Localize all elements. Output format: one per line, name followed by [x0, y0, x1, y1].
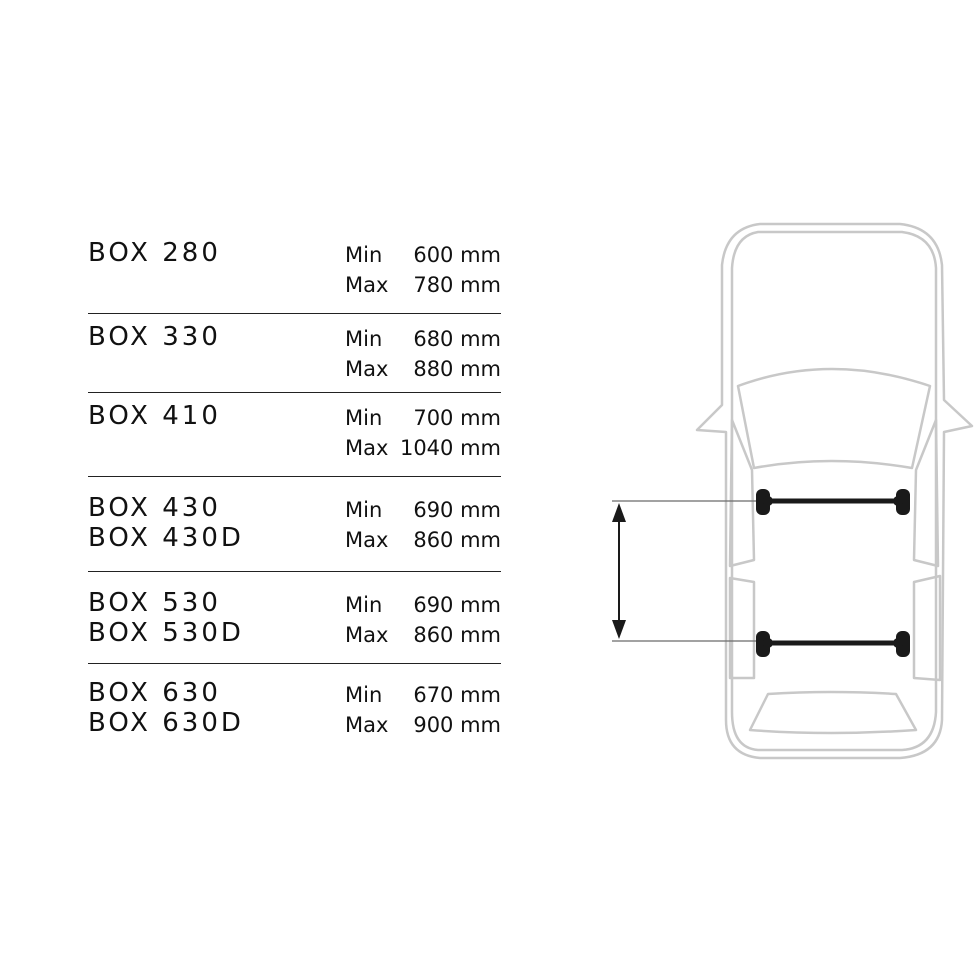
spec-row-box-410: BOX 410 Min 700 mm Max 1040 mm [88, 393, 501, 477]
min-label: Min [345, 683, 383, 707]
model-names: BOX 430 BOX 430D [88, 493, 244, 553]
model-name: BOX 530 [88, 588, 221, 618]
max-value: 900 mm [413, 713, 501, 737]
crossbar-rear-foot-right [896, 631, 910, 657]
min-distance: Min 690 mm [345, 495, 501, 525]
max-label: Max [345, 528, 389, 552]
max-distance: Max 860 mm [345, 620, 501, 650]
max-label: Max [345, 436, 389, 460]
crossbar-front-endcap-left [763, 496, 773, 506]
spec-row-box-330: BOX 330 Min 680 mm Max 880 mm [88, 314, 501, 393]
crossbar-distance: Min 690 mm Max 860 mm [345, 590, 501, 650]
car-body [695, 222, 974, 760]
min-value: 600 mm [413, 243, 501, 267]
max-distance: Max 900 mm [345, 710, 501, 740]
crossbar-front [756, 489, 910, 515]
side-window-front-right [912, 418, 940, 568]
model-name: BOX 630D [88, 708, 244, 738]
min-distance: Min 680 mm [345, 324, 501, 354]
min-distance: Min 700 mm [345, 403, 501, 433]
min-distance: Min 690 mm [345, 590, 501, 620]
max-distance: Max 880 mm [345, 354, 501, 384]
spec-row-box-430: BOX 430 BOX 430D Min 690 mm Max 860 mm [88, 477, 501, 572]
car-body-outline [695, 222, 974, 760]
min-distance: Min 670 mm [345, 680, 501, 710]
max-distance: Max 860 mm [345, 525, 501, 555]
spec-row-box-530: BOX 530 BOX 530D Min 690 mm Max 860 mm [88, 572, 501, 664]
side-window-front-left [728, 418, 756, 568]
min-value: 700 mm [413, 406, 501, 430]
max-value: 780 mm [413, 273, 501, 297]
min-value: 670 mm [413, 683, 501, 707]
box-spec-table: BOX 280 Min 600 mm Max 780 mm BOX 330 Mi… [88, 236, 501, 744]
min-label: Min [345, 327, 383, 351]
spec-row-box-280: BOX 280 Min 600 mm Max 780 mm [88, 236, 501, 314]
model-name: BOX 330 [88, 322, 221, 352]
model-name: BOX 630 [88, 678, 221, 708]
model-name: BOX 430D [88, 523, 244, 553]
model-name: BOX 280 [88, 238, 221, 268]
spec-row-box-630: BOX 630 BOX 630D Min 670 mm Max 900 mm [88, 664, 501, 744]
max-label: Max [345, 713, 389, 737]
max-label: Max [345, 357, 389, 381]
max-value: 880 mm [413, 357, 501, 381]
min-label: Min [345, 498, 383, 522]
windshield [736, 367, 932, 470]
crossbar-distance: Min 700 mm Max 1040 mm [345, 403, 501, 463]
max-label: Max [345, 273, 389, 297]
model-name: BOX 530D [88, 618, 244, 648]
model-name: BOX 430 [88, 493, 221, 523]
crossbar-front-endcap-right [893, 496, 903, 506]
crossbar-rear [756, 631, 910, 657]
max-distance: Max 1040 mm [345, 433, 501, 463]
model-names: BOX 630 BOX 630D [88, 678, 244, 738]
crossbar-distance: Min 680 mm Max 880 mm [345, 324, 501, 384]
crossbar-distance: Min 600 mm Max 780 mm [345, 240, 501, 300]
car-inner-body [730, 230, 938, 752]
min-value: 690 mm [413, 498, 501, 522]
max-label: Max [345, 623, 389, 647]
min-value: 680 mm [413, 327, 501, 351]
crossbar-spacing-arrow [612, 503, 626, 639]
min-label: Min [345, 243, 383, 267]
crossbar-distance: Min 670 mm Max 900 mm [345, 680, 501, 740]
min-distance: Min 600 mm [345, 240, 501, 270]
max-value: 860 mm [413, 623, 501, 647]
max-value: 1040 mm [399, 436, 501, 460]
side-window-rear-right [912, 574, 942, 682]
car-top-view-illustration [612, 222, 974, 760]
crossbar-distance: Min 690 mm Max 860 mm [345, 495, 501, 555]
model-name: BOX 410 [88, 401, 221, 431]
max-value: 860 mm [413, 528, 501, 552]
arrow-head-down [612, 620, 626, 639]
model-names: BOX 410 [88, 401, 221, 431]
measurement-guides [612, 500, 760, 642]
model-names: BOX 530 BOX 530D [88, 588, 244, 648]
crossbar-front-foot-left [756, 489, 770, 515]
max-distance: Max 780 mm [345, 270, 501, 300]
crossbar-rear-endcap-right [893, 638, 903, 648]
rear-window [748, 690, 918, 735]
model-names: BOX 330 [88, 322, 221, 352]
crossbar-rear-foot-left [756, 631, 770, 657]
crossbar-front-foot-right [896, 489, 910, 515]
side-window-rear-left [728, 576, 756, 680]
min-value: 690 mm [413, 593, 501, 617]
crossbar-rear-endcap-left [763, 638, 773, 648]
model-names: BOX 280 [88, 238, 221, 268]
min-label: Min [345, 593, 383, 617]
arrow-head-up [612, 503, 626, 522]
min-label: Min [345, 406, 383, 430]
